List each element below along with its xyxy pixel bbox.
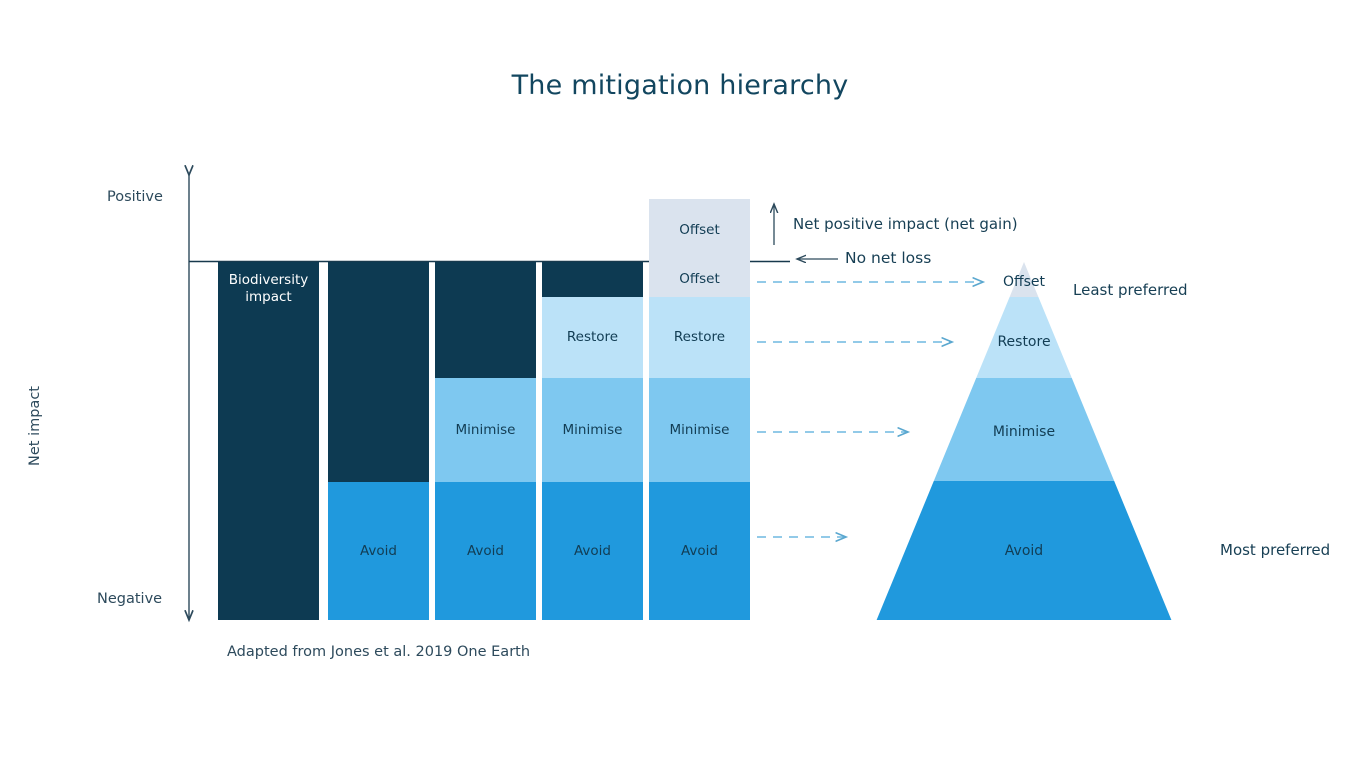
segment-residual-impact [435,262,536,378]
segment-avoid: Avoid [542,482,643,620]
note-least-preferred: Least preferred [1073,281,1188,299]
segment-label: Avoid [680,542,718,559]
pyramid-label-minimise: Minimise [992,424,1056,440]
segment-restore: Restore [649,297,750,378]
source-caption: Adapted from Jones et al. 2019 One Earth [227,644,531,660]
bar-avoid-minimise-restore-offset: Offset Offset Restore Minimise Avoid [649,199,750,620]
segment-label: Restore [566,329,619,346]
segment-label: Avoid [573,542,611,559]
bar-avoid-minimise-restore: Restore Minimise Avoid [542,262,643,620]
segment-residual-impact [328,262,429,482]
segment-label: Minimise [455,421,516,438]
segment-avoid: Avoid [435,482,536,620]
bar-avoid: Avoid [328,262,429,620]
pyramid-band-minimise [933,378,1115,481]
segment-label-line1: Biodiversity [228,272,309,288]
segment-label: Restore [673,329,726,346]
note-most-preferred: Most preferred [1220,541,1331,559]
page-title: The mitigation hierarchy [511,70,849,101]
segment-biodiversity-impact: Biodiversity impact [218,262,319,620]
pyramid-band-restore [976,297,1072,378]
pyramid-label-restore: Restore [997,334,1051,350]
bar-baseline: Biodiversity impact [218,262,319,620]
segment-label: Minimise [562,421,623,438]
segment-minimise: Minimise [649,378,750,482]
pyramid-band-offset [1009,262,1039,297]
segment-label-line2: impact [245,288,292,305]
segment-label: Offset [679,222,720,239]
segment-label: Avoid [359,542,397,559]
bar-avoid-minimise: Minimise Avoid [435,262,536,620]
segment-avoid: Avoid [649,482,750,620]
segment-label: Offset [679,271,720,288]
segment-label: Minimise [669,421,730,438]
segment-avoid: Avoid [328,482,429,620]
segment-label: Avoid [466,542,504,559]
segment-minimise: Minimise [542,378,643,482]
segment-restore: Restore [542,297,643,378]
pyramid-band-avoid [876,481,1172,620]
note-net-positive-impact: Net positive impact (net gain) [793,215,1018,233]
segment-residual-impact [542,262,643,297]
note-no-net-loss: No net loss [845,249,932,267]
segment-minimise: Minimise [435,378,536,482]
axis-cap-positive: Positive [107,189,163,205]
pyramid-label-offset: Offset [1002,274,1046,290]
segment-offset-above-zero: Offset [649,199,750,262]
axis-cap-negative: Negative [97,591,163,607]
segment-offset-below-zero: Offset [649,262,750,297]
pyramid-label-avoid: Avoid [1004,543,1044,559]
